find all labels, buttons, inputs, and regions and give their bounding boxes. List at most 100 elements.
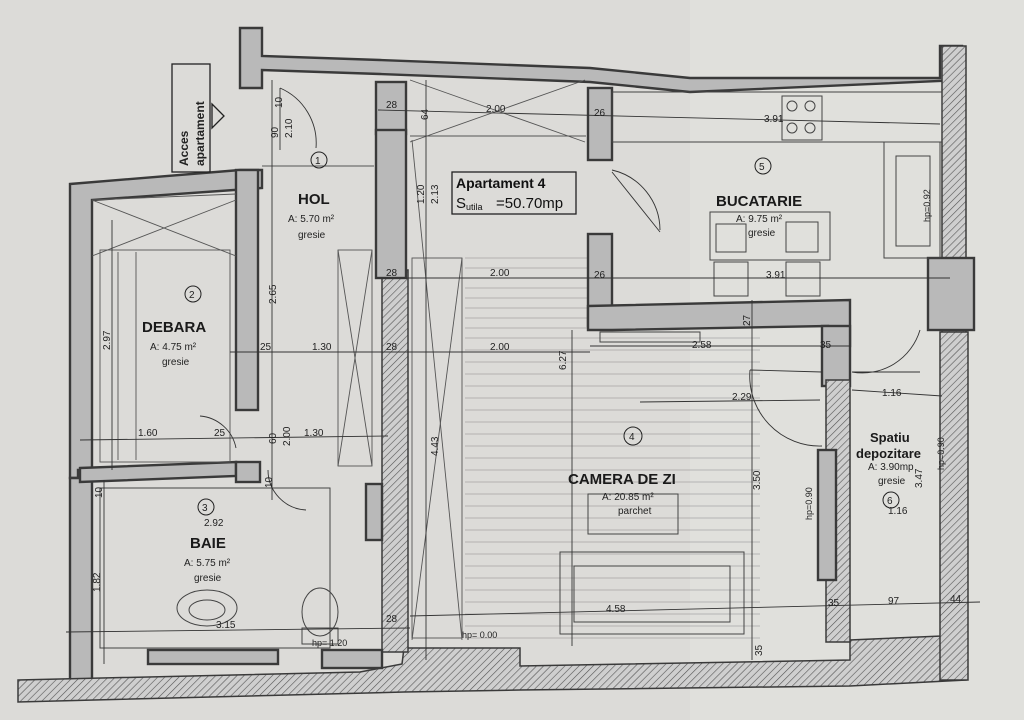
walls <box>17 26 976 703</box>
dim-label: 26 <box>594 270 606 281</box>
room-number: 2 <box>189 290 195 301</box>
dim-label: 3.91 <box>766 270 786 281</box>
hp-label: hp= 0.00 <box>462 630 497 640</box>
entrance-sign: Acces apartament <box>171 63 225 173</box>
entrance-door-swing <box>279 87 317 149</box>
dim-label: 2.29 <box>732 392 752 403</box>
apartment-s-label: S <box>456 195 466 212</box>
room-bucatarie: 5 BUCATARIE A: 9.75 m² gresie <box>716 157 802 239</box>
dim-label: 1.60 <box>138 428 158 439</box>
room-number-circle <box>754 157 772 175</box>
dim-label: 25 <box>260 342 272 353</box>
room-floor: parchet <box>618 506 652 517</box>
hp-label: hp=0.90 <box>804 487 814 520</box>
room-baie: 3 BAIE A: 5.75 m² gresie <box>184 498 231 584</box>
room-spatiu-depozitare: Spatiu depozitare A: 3.90mp gresie 6 <box>856 430 921 509</box>
dim-label: 28 <box>386 268 398 279</box>
dim-label: 2.58 <box>692 340 712 351</box>
dim-label: 2.00 <box>282 426 293 446</box>
dim-label: 28 <box>386 342 398 353</box>
dim-label: 1.16 <box>882 388 902 399</box>
dim-label: 2.00 <box>490 268 510 279</box>
room-name: BAIE <box>190 535 226 552</box>
room-camera-de-zi: 4 CAMERA DE ZI A: 20.85 m² parchet <box>568 426 676 517</box>
dim-label: 2.10 <box>284 118 295 138</box>
room-number-circle <box>197 498 215 516</box>
dim-label: 60 <box>268 432 279 444</box>
room-floor: gresie <box>748 228 776 239</box>
entrance-label-2: apartament <box>193 101 207 166</box>
dim-label: 28 <box>386 100 398 111</box>
room-number-circle <box>623 426 643 446</box>
room-area: A: 5.70 m² <box>288 214 335 225</box>
room-debara: 2 DEBARA A: 4.75 m² gresie <box>142 285 206 368</box>
dim-label: 35 <box>828 598 840 609</box>
dim-label: 44 <box>950 594 962 605</box>
hp-label: hp= 1.20 <box>312 638 347 648</box>
room-number: 5 <box>759 162 765 173</box>
room-area: A: 9.75 m² <box>736 214 783 225</box>
dim-label: 10 <box>94 486 105 498</box>
dim-label: 1.20 <box>416 184 427 204</box>
room-hol: 1 HOL A: 5.70 m² gresie <box>288 151 335 241</box>
dim-label: 25 <box>214 428 226 439</box>
dim-label: 1.30 <box>312 342 332 353</box>
paper-fold-shade <box>690 0 1024 720</box>
room-name-line-2: depozitare <box>856 446 921 461</box>
dim-label: 3.91 <box>764 114 784 125</box>
dim-label: 10 <box>264 476 275 488</box>
room-area: A: 5.75 m² <box>184 558 231 569</box>
dim-label: 3.50 <box>752 470 763 490</box>
room-number: 6 <box>887 496 893 507</box>
room-name: CAMERA DE ZI <box>568 471 676 488</box>
dim-label: 27 <box>742 314 753 326</box>
room-floor: gresie <box>298 230 326 241</box>
apartment-area: =50.70mp <box>496 195 563 212</box>
dim-label: 6.27 <box>558 350 569 370</box>
dim-label: 2.97 <box>102 330 113 350</box>
dim-label: 3.15 <box>216 620 236 631</box>
dim-label: 97 <box>888 596 900 607</box>
dim-label: 1.82 <box>92 572 103 592</box>
room-area: A: 4.75 m² <box>150 342 197 353</box>
room-number: 3 <box>202 503 208 514</box>
dimension-lines <box>65 80 981 664</box>
dim-label: 2.13 <box>430 184 441 204</box>
entrance-arrow-icon <box>211 102 225 130</box>
room-name: BUCATARIE <box>716 193 802 210</box>
apartment-title-box: Apartament 4 S utila =50.70mp <box>451 171 577 215</box>
room-name: DEBARA <box>142 319 206 336</box>
dim-label: 1.30 <box>304 428 324 439</box>
dim-label: 28 <box>386 614 398 625</box>
room-number-circle <box>184 285 202 303</box>
dim-label: 10 <box>274 96 285 108</box>
dim-label: 4.43 <box>430 436 441 456</box>
room-number: 4 <box>629 432 635 443</box>
room-area: A: 20.85 m² <box>602 492 654 503</box>
dim-label: 64 <box>420 108 431 120</box>
dim-label: 2.92 <box>204 518 224 529</box>
room-area: A: 3.90mp <box>868 462 914 473</box>
hp-label: hp=0.90 <box>936 437 946 470</box>
room-floor: gresie <box>162 357 190 368</box>
room-name: HOL <box>298 191 330 208</box>
dim-label: 90 <box>270 126 281 138</box>
dim-label: 35 <box>754 644 765 656</box>
room-name-line-1: Spatiu <box>870 430 910 445</box>
dimension-labels: 28 64 2.00 26 3.91 10 2.10 90 1.20 2.13 … <box>92 96 962 656</box>
room-number-circle <box>882 491 900 509</box>
apartment-title: Apartament 4 <box>456 175 546 191</box>
dim-label: 4.58 <box>606 604 626 615</box>
hp-label: hp=0.92 <box>922 189 932 222</box>
dim-label: 2.00 <box>490 342 510 353</box>
room-number-circle <box>310 151 328 169</box>
dim-label: 2.65 <box>268 284 279 304</box>
dim-label: 2.00 <box>486 104 506 115</box>
door-swings <box>199 87 921 511</box>
room-floor: gresie <box>878 476 906 487</box>
dim-label: 26 <box>594 108 606 119</box>
room-number: 1 <box>315 156 321 167</box>
furniture <box>99 91 943 649</box>
room-floor: gresie <box>194 573 222 584</box>
